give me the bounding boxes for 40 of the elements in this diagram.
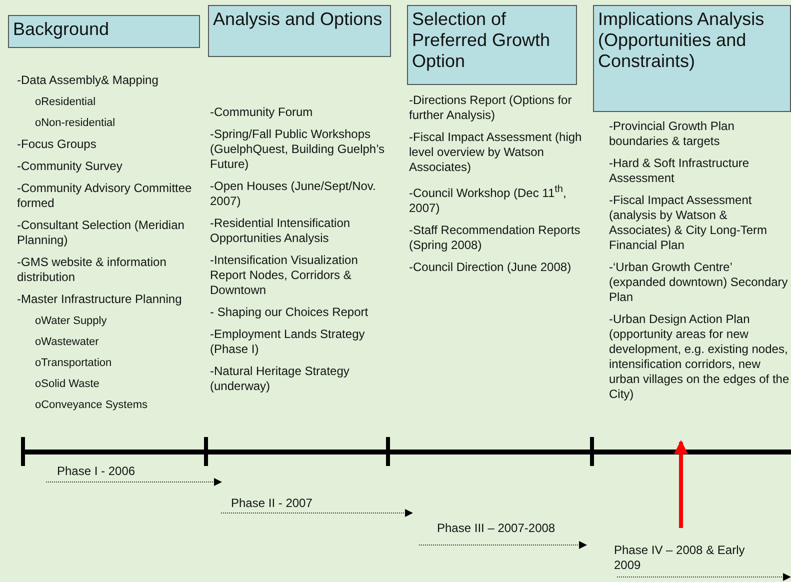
list-item: -‘Urban Growth Centre’ (expanded downtown) Secondary Plan [609, 260, 789, 305]
list-item: -Fiscal Impact Assessment (high level overview by Watson Associates) [409, 130, 583, 175]
list-item: -Natural Heritage Strategy (underway) [210, 364, 350, 394]
phase-label: Phase I - 2006 [57, 464, 136, 479]
column-heading: Selection of Preferred Growth Option [407, 5, 577, 85]
list-item: -Residential Intensification Opportunities Analysis [210, 216, 352, 246]
list-item: -Intensification Visualization Report Nodes, Corridors & Downtown [210, 253, 359, 298]
list-item: -Focus Groups [17, 137, 98, 152]
phase-label: Phase II - 2007 [231, 496, 312, 511]
list-subitem: oSolid Waste [35, 377, 100, 392]
list-item: -Fiscal Impact Assessment (analysis by Watson & Associates) & City Long-Term Financial Plan [609, 193, 768, 253]
list-item: -Community Forum [210, 105, 314, 120]
list-subitem: oTransportation [35, 356, 113, 371]
list-item: -Community Advisory Committee formed [17, 181, 193, 211]
list-subitem: oWater Supply [35, 314, 108, 329]
list-item: -Urban Design Action Plan (opportunity areas for new development, e.g. existing nodes, intensification corridors, new urban villages on the edges of the City) [609, 312, 790, 402]
list-item: -Council Workshop (Dec 11$^{th}$, 2007) [409, 183, 568, 216]
list-item: -Data Assembly& Mapping [17, 73, 160, 88]
list-item: -Council Direction (June 2008) [409, 260, 572, 275]
column-heading: Implications Analysis (Opportunities and Constraints) [593, 5, 791, 112]
phase-label: Phase III – 2007-2008 [437, 521, 556, 536]
list-subitem: oWastewater [35, 335, 100, 350]
list-item: -Hard & Soft Infrastructure Assessment [609, 156, 750, 186]
list-item: -GMS website & information distribution [17, 255, 168, 285]
list-item: -Employment Lands Strategy (Phase I) [210, 327, 366, 357]
list-subitem: oConveyance Systems [35, 398, 148, 413]
list-subitem: oNon-residential [35, 116, 116, 131]
list-item: -Community Survey [17, 159, 124, 174]
list-item: -Open Houses (June/Sept/Nov. 2007) [210, 179, 377, 209]
list-item: -Consultant Selection (Meridian Planning) [17, 218, 186, 248]
list-item: -Spring/Fall Public Workshops (GuelphQuest, Building Guelph’s Future) [210, 127, 386, 172]
phase-label: Phase IV – 2008 & Early 2009 [614, 543, 746, 573]
column-heading: Background [8, 15, 200, 48]
list-item: -Provincial Growth Plan boundaries & targets [609, 119, 736, 149]
list-item: - Shaping our Choices Report [210, 305, 370, 320]
list-subitem: oResidential [35, 95, 97, 110]
column-heading: Analysis and Options [208, 5, 391, 57]
list-item: -Master Infrastructure Planning [17, 292, 183, 307]
list-item: -Directions Report (Options for further Analysis) [409, 93, 573, 123]
list-item: -Staff Recommendation Reports (Spring 2008) [409, 223, 582, 253]
